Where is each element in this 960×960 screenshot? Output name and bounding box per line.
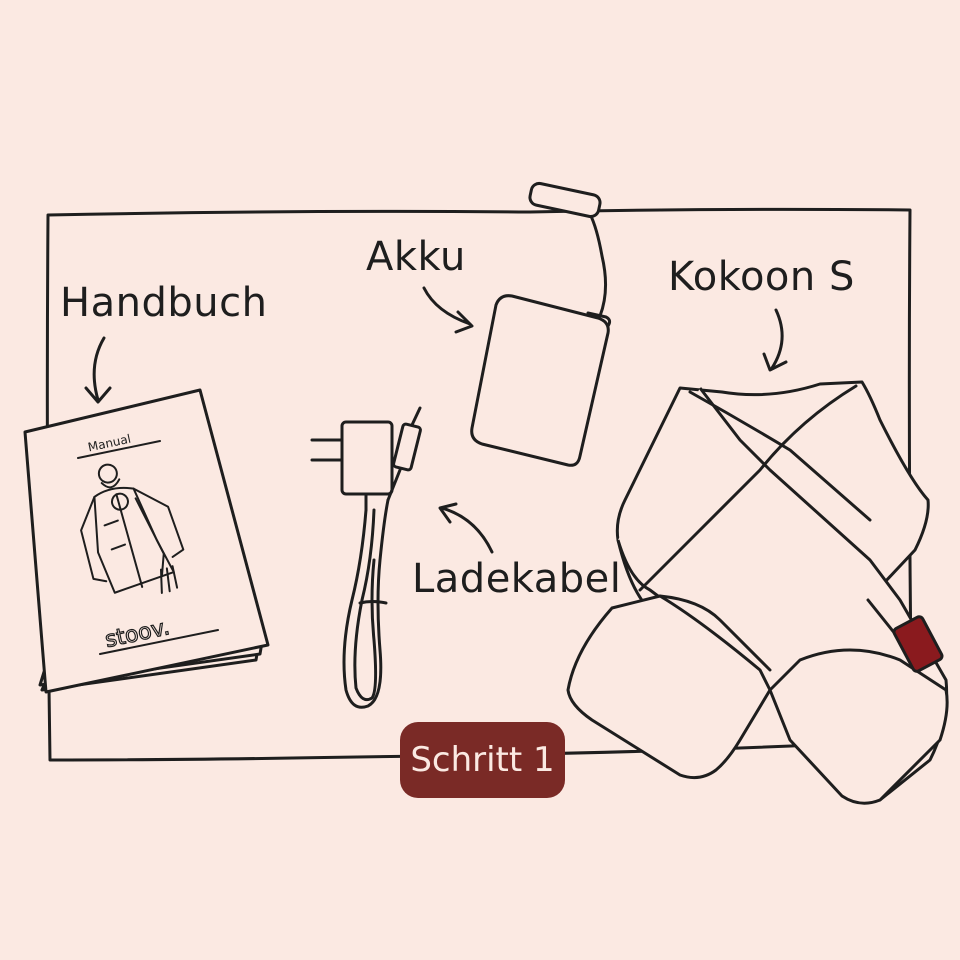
label-ladekabel: Ladekabel xyxy=(412,556,622,602)
charging-cable xyxy=(310,406,422,709)
arrow-handbuch-icon xyxy=(84,336,112,404)
battery-pack xyxy=(470,181,612,467)
arrow-akku-icon xyxy=(422,286,474,334)
arrow-kokoon-icon xyxy=(762,308,788,372)
arrow-ladekabel-icon xyxy=(438,502,494,554)
manual-booklet: Manual stoov. xyxy=(23,388,270,694)
label-handbuch: Handbuch xyxy=(60,280,268,326)
step-badge: Schritt 1 xyxy=(400,722,565,798)
kokoon-tag xyxy=(892,615,944,673)
jacket-sketch-icon xyxy=(80,463,185,594)
kokoon-scarf xyxy=(566,380,949,805)
label-kokoon: Kokoon S xyxy=(668,254,855,300)
label-akku: Akku xyxy=(366,234,466,280)
